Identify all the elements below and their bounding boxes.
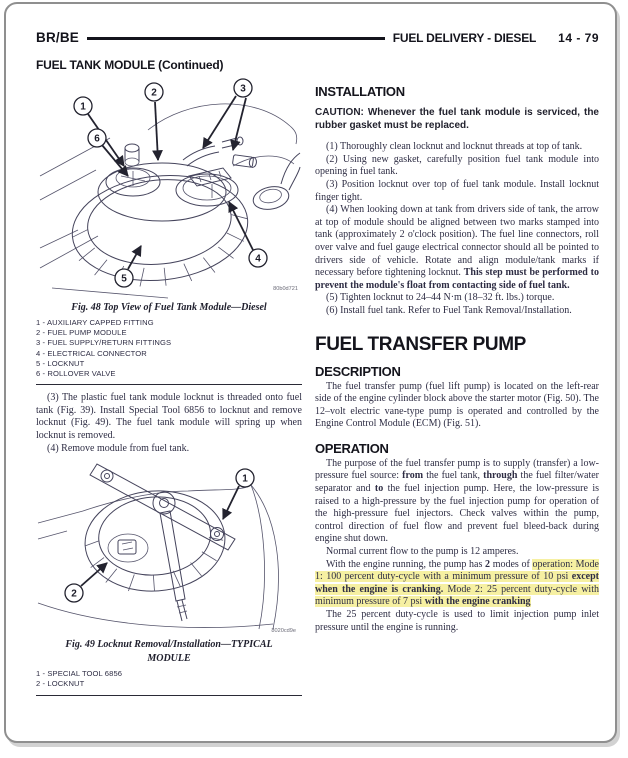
installation-step: (5) Tighten locknut to 24–44 N·m (18–32 … [326, 292, 555, 304]
svg-text:6: 6 [94, 134, 100, 145]
svg-text:2: 2 [151, 88, 157, 99]
callout-5: 5 [114, 268, 134, 288]
right-column: INSTALLATION CAUTION: Whenever the fuel … [315, 76, 599, 703]
fig-49-diagram: 1 2 8020cd9e [36, 461, 302, 637]
locknut-removal-illustration: 1 2 8020cd9e [37, 463, 296, 634]
svg-text:1: 1 [242, 474, 248, 485]
paragraph-step-4: (4) Remove module from fuel tank. [47, 442, 190, 454]
operation-paragraph-1: The purpose of the fuel transfer pump is… [315, 457, 600, 545]
header-rule [87, 36, 385, 40]
svg-text:4: 4 [255, 254, 261, 265]
operation-heading: OPERATION [315, 440, 389, 456]
installation-step: (6) Install fuel tank. Refer to Fuel Tan… [326, 304, 572, 316]
callout-2: 2 [64, 583, 84, 603]
fig-48-caption: Fig. 48 Top View of Fuel Tank Module—Die… [71, 302, 267, 313]
fuel-transfer-pump-title: FUEL TRANSFER PUMP [315, 333, 526, 355]
svg-text:3: 3 [240, 84, 246, 95]
fig-49-caption-line1: Fig. 49 Locknut Removal/Installation—TYP… [65, 639, 273, 651]
figure-code: 8020cd9e [271, 628, 296, 634]
svg-text:1: 1 [80, 102, 86, 113]
installation-step: (4) When looking down at tank from drive… [315, 204, 600, 291]
callout-1: 1 [73, 96, 93, 116]
installation-step: (3) Position locknut over top of fuel ta… [315, 178, 599, 203]
fig-49-caption-line2: MODULE [147, 653, 191, 665]
fig-48-diagram: 1 2 3 6 4 5 80b0d721 [36, 76, 302, 300]
callout-4: 4 [248, 248, 268, 268]
paragraph-step-3: (3) The plastic fuel tank module locknut… [36, 392, 302, 441]
caution-text: CAUTION: Whenever the fuel tank module i… [315, 107, 599, 131]
svg-text:2: 2 [71, 589, 77, 600]
legend-item: 3 - FUEL SUPPLY/RETURN FITTINGS [36, 338, 172, 348]
legend-item: 4 - ELECTRICAL CONNECTOR [36, 348, 147, 358]
legend-item: 1 - AUXILIARY CAPPED FITTING [36, 318, 154, 327]
legend-item: 6 - ROLLOVER VALVE [36, 369, 116, 379]
legend-item: 2 - LOCKNUT [36, 679, 85, 689]
fuel-tank-module-top-view-illustration: 1 2 3 6 4 5 80b0d721 [39, 78, 301, 299]
figure-divider [36, 694, 302, 696]
figure-code: 80b0d721 [273, 286, 298, 292]
section-title: FUEL DELIVERY - DIESEL [392, 30, 537, 45]
left-column: 1 2 3 6 4 5 80b0d721 Fig. 48 Top View of… [36, 76, 302, 703]
page-number: 14 - 79 [558, 30, 599, 45]
callout-2: 2 [144, 82, 164, 102]
operation-paragraph-3-highlighted: With the engine running, the pump has 2 … [315, 558, 599, 608]
operation-paragraph-2: Normal current flow to the pump is 12 am… [326, 546, 519, 558]
installation-step: (2) Using new gasket, carefully position… [315, 153, 599, 178]
installation-heading: INSTALLATION [315, 84, 405, 99]
manual-page: BR/BE FUEL DELIVERY - DIESEL 14 - 79 FUE… [4, 2, 617, 743]
callout-6: 6 [87, 128, 107, 148]
continued-heading: FUEL TANK MODULE (Continued) [36, 58, 224, 72]
installation-steps: (1) Thoroughly clean locknut and locknut… [315, 141, 599, 317]
figure-divider [36, 384, 302, 386]
callout-3: 3 [233, 78, 253, 98]
legend-item: 2 - FUEL PUMP MODULE [36, 328, 127, 338]
description-heading: DESCRIPTION [315, 363, 401, 379]
legend-item: 5 - LOCKNUT [36, 358, 85, 368]
description-paragraph: The fuel transfer pump (fuel lift pump) … [315, 380, 599, 430]
installation-step: (1) Thoroughly clean locknut and locknut… [326, 141, 583, 153]
page-header: BR/BE FUEL DELIVERY - DIESEL 14 - 79 [36, 30, 599, 45]
svg-text:5: 5 [121, 274, 127, 285]
callout-1: 1 [235, 468, 255, 488]
operation-paragraph-4: The 25 percent duty-cycle is used to lim… [315, 609, 599, 633]
legend-item: 1 - SPECIAL TOOL 6856 [36, 669, 123, 679]
model-code: BR/BE [36, 30, 80, 45]
